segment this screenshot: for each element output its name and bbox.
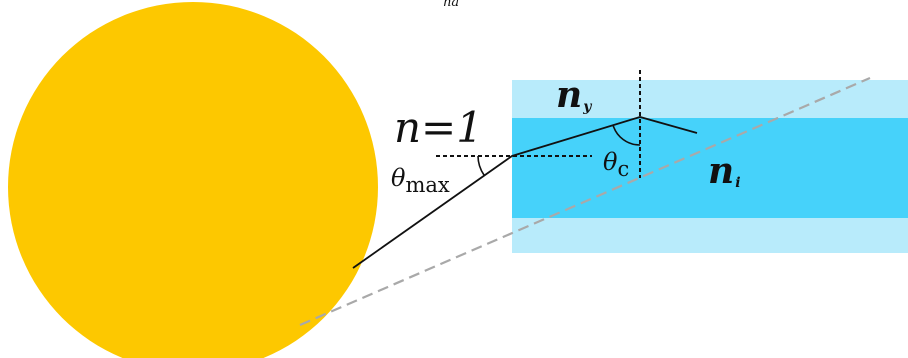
theta-c-arc: [612, 124, 641, 146]
theta-max-subscript: max: [405, 173, 449, 197]
label-n-y: ny: [556, 74, 592, 116]
top-caption: na: [443, 0, 459, 10]
theta-c-subscript: c: [617, 157, 629, 181]
theta-c-symbol: θ: [603, 148, 618, 176]
dashed-extension-ray: [299, 76, 871, 327]
label-n-y-main: n: [556, 74, 582, 116]
label-n-i: ni: [708, 150, 741, 192]
label-n-equals-1: n=1: [394, 103, 483, 152]
label-theta-max: θmax: [391, 164, 450, 197]
incident-ray: [352, 116, 698, 269]
light-source-sphere: [8, 2, 378, 358]
label-theta-c: θc: [603, 148, 629, 181]
fiber-core: [512, 118, 908, 218]
label-n-i-sub: i: [735, 175, 740, 191]
theta-max-arc: [477, 155, 485, 176]
theta-max-symbol: θ: [391, 164, 406, 192]
label-n-i-main: n: [708, 150, 734, 192]
label-n-y-sub: y: [582, 99, 592, 115]
